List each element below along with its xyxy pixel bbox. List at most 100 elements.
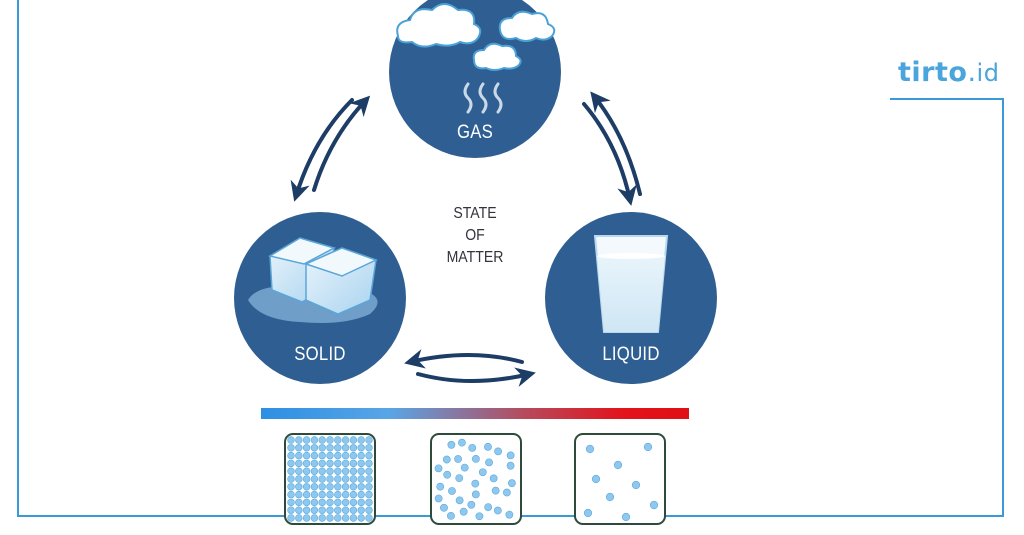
arrow-solid-to-gas	[312, 95, 371, 192]
particle	[357, 444, 365, 452]
particle	[302, 451, 311, 460]
particle	[295, 483, 303, 491]
ice-cube-icon	[268, 237, 378, 315]
particle	[357, 506, 365, 514]
particle	[310, 436, 319, 444]
particle	[295, 459, 303, 468]
particle	[491, 486, 500, 495]
particle	[295, 475, 303, 483]
particle	[334, 483, 342, 491]
particle	[302, 475, 311, 483]
particle	[318, 451, 326, 460]
particle	[484, 503, 493, 511]
particle	[365, 451, 373, 460]
particle	[448, 487, 456, 495]
particle	[302, 498, 311, 507]
particle	[310, 483, 319, 491]
particle	[494, 447, 502, 456]
gas-particles-box	[574, 433, 666, 525]
particle	[334, 475, 342, 483]
particle	[341, 459, 350, 468]
particle	[326, 514, 334, 522]
frame-top-right-line	[890, 98, 1004, 100]
title-line-3: MATTER	[446, 249, 504, 266]
liquid-particles-box	[430, 433, 522, 525]
particle	[357, 467, 365, 475]
particle	[287, 467, 295, 475]
particle	[341, 467, 350, 475]
particle	[349, 444, 358, 452]
particle	[287, 483, 295, 491]
particle	[295, 498, 303, 507]
particle	[349, 475, 358, 483]
particle	[357, 451, 365, 460]
particle	[310, 467, 319, 475]
particle	[318, 436, 326, 444]
particle	[334, 444, 342, 452]
particle	[357, 514, 365, 522]
particle	[357, 459, 365, 468]
particle	[349, 436, 358, 444]
liquid-label: LIQUID	[602, 344, 660, 365]
particle	[447, 512, 455, 520]
title-line-1: STATE	[453, 205, 497, 222]
particle	[349, 467, 358, 475]
particle	[478, 468, 487, 477]
particle	[459, 507, 468, 516]
particle	[455, 474, 464, 483]
particle	[326, 436, 334, 444]
particle	[287, 436, 295, 444]
particle	[341, 451, 350, 460]
particle	[506, 461, 515, 470]
particle	[302, 483, 311, 491]
particle	[302, 436, 311, 444]
particle	[460, 463, 469, 472]
particle	[326, 444, 334, 452]
arrow-solid-to-liquid	[416, 367, 536, 387]
particle	[326, 498, 334, 507]
particle	[357, 490, 365, 499]
solid-label: SOLID	[294, 344, 346, 365]
particle	[310, 490, 319, 499]
particle	[443, 470, 452, 479]
particle	[326, 483, 334, 491]
particle	[455, 496, 464, 505]
particle	[357, 483, 365, 491]
particle	[349, 451, 358, 460]
particle	[502, 488, 511, 497]
arrow-liquid-to-solid	[404, 349, 524, 369]
particle	[365, 444, 373, 452]
vapor-icon	[463, 82, 503, 114]
particle	[318, 467, 326, 475]
particle	[442, 455, 451, 464]
particle	[365, 483, 373, 491]
particle	[326, 467, 334, 475]
liquid-state-circle	[545, 212, 717, 384]
gas-label: GAS	[456, 122, 494, 143]
particle	[436, 482, 445, 491]
particle	[287, 490, 295, 499]
particle	[508, 479, 516, 488]
particle	[326, 475, 334, 483]
particle	[295, 506, 303, 514]
particle	[326, 490, 334, 499]
particle	[621, 512, 631, 522]
particle	[440, 503, 448, 512]
particle	[318, 459, 326, 468]
particle	[349, 490, 358, 499]
particle	[585, 444, 595, 454]
tirto-logo[interactable]: tirto.id	[898, 58, 999, 88]
particle	[302, 467, 311, 475]
particle	[302, 514, 311, 522]
particle	[434, 494, 443, 503]
particle	[318, 490, 326, 499]
particle	[341, 444, 350, 452]
particle	[468, 443, 477, 452]
particle	[605, 492, 615, 502]
particle	[341, 483, 350, 491]
particle	[334, 506, 342, 514]
particle	[475, 512, 484, 521]
arrow-liquid-to-gas	[590, 91, 642, 196]
particle	[326, 451, 334, 460]
